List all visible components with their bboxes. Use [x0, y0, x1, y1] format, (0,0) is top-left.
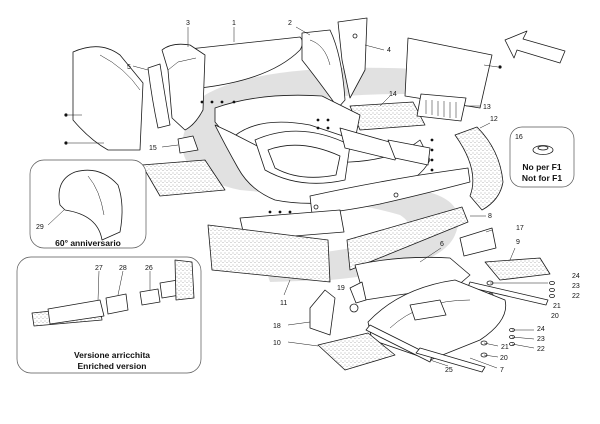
- right-flat-panel: [404, 37, 502, 109]
- callout-7: 7: [500, 367, 504, 374]
- callout-24-right: 24: [572, 273, 580, 280]
- captions: 60° anniversario Versione arricchita Enr…: [55, 162, 562, 371]
- callout-17: 17: [516, 225, 524, 232]
- part-16-cap-box: [509, 126, 575, 188]
- callout-12: 12: [490, 116, 498, 123]
- callout-labels: 1 2 3 4 5 6 7 8 9 10 11 12 13 14 15 16 1…: [36, 20, 580, 374]
- part-14-upper-mat: [349, 95, 426, 131]
- part-4-upper-right-trim: [337, 17, 385, 99]
- callout-13: 13: [483, 104, 491, 111]
- part-2-center-upright-trim: [295, 26, 346, 109]
- enriched-caption-en: Enriched version: [78, 361, 147, 371]
- left-floor-mat: [141, 159, 226, 197]
- callout-10: 10: [273, 340, 281, 347]
- callout-26: 26: [145, 265, 153, 272]
- callout-29: 29: [36, 224, 44, 231]
- part-9-right-mat: [484, 247, 551, 281]
- callout-24-lower: 24: [537, 326, 545, 333]
- callout-11: 11: [280, 300, 287, 307]
- callout-20-right: 20: [551, 313, 559, 320]
- part-11-left-carpet: [207, 224, 331, 296]
- callout-5: 5: [127, 64, 131, 71]
- callout-20-lower: 20: [500, 355, 508, 362]
- anniversary-caption: 60° anniversario: [55, 238, 121, 248]
- callout-25: 25: [445, 367, 453, 374]
- callout-21-right: 21: [553, 303, 561, 310]
- enriched-version-inset-box: [16, 256, 202, 374]
- part-18-side-panel: [287, 289, 336, 336]
- callout-18: 18: [273, 323, 281, 330]
- callout-22-right: 22: [572, 293, 580, 300]
- callout-4: 4: [387, 47, 391, 54]
- part-3-left-upright-trim: [161, 27, 206, 131]
- callout-3: 3: [186, 20, 190, 27]
- front-direction-arrow-icon: [504, 30, 566, 64]
- callout-19: 19: [337, 285, 345, 292]
- left-curved-panel: [64, 46, 144, 151]
- part-10-lower-mat: [287, 332, 396, 371]
- callout-1: 1: [232, 20, 236, 27]
- callout-21-lower: 21: [501, 344, 509, 351]
- callout-16: 16: [515, 134, 523, 141]
- part-5-side-strip: [132, 63, 171, 129]
- callout-27: 27: [95, 265, 103, 272]
- part-13-vent-grille: [416, 93, 480, 122]
- callout-22-lower: 22: [537, 346, 545, 353]
- anniversary-inset-box: [29, 159, 147, 249]
- callout-8: 8: [488, 213, 492, 220]
- part-15-small-bracket: [161, 135, 199, 154]
- callout-14: 14: [389, 91, 397, 98]
- callout-23-lower: 23: [537, 336, 545, 343]
- part-12-right-carpet-strip: [454, 122, 504, 211]
- not-f1-caption-it: No per F1: [522, 162, 561, 172]
- part-8-mid-carpet: [346, 206, 486, 271]
- part-17-bracket: [459, 227, 497, 257]
- callout-6: 6: [440, 241, 444, 248]
- leader-dots-group: [200, 100, 434, 214]
- enriched-caption-it: Versione arricchita: [74, 350, 150, 360]
- long-side-trim-panel: [309, 167, 471, 215]
- callout-15: 15: [149, 145, 157, 152]
- boot-floor-assembly: [365, 279, 507, 373]
- callout-9: 9: [516, 239, 520, 246]
- not-f1-caption-en: Not for F1: [522, 173, 562, 183]
- callout-2: 2: [288, 20, 292, 27]
- callout-23-right: 23: [572, 283, 580, 290]
- part-19-round-fitting: [349, 281, 367, 313]
- callout-28: 28: [119, 265, 127, 272]
